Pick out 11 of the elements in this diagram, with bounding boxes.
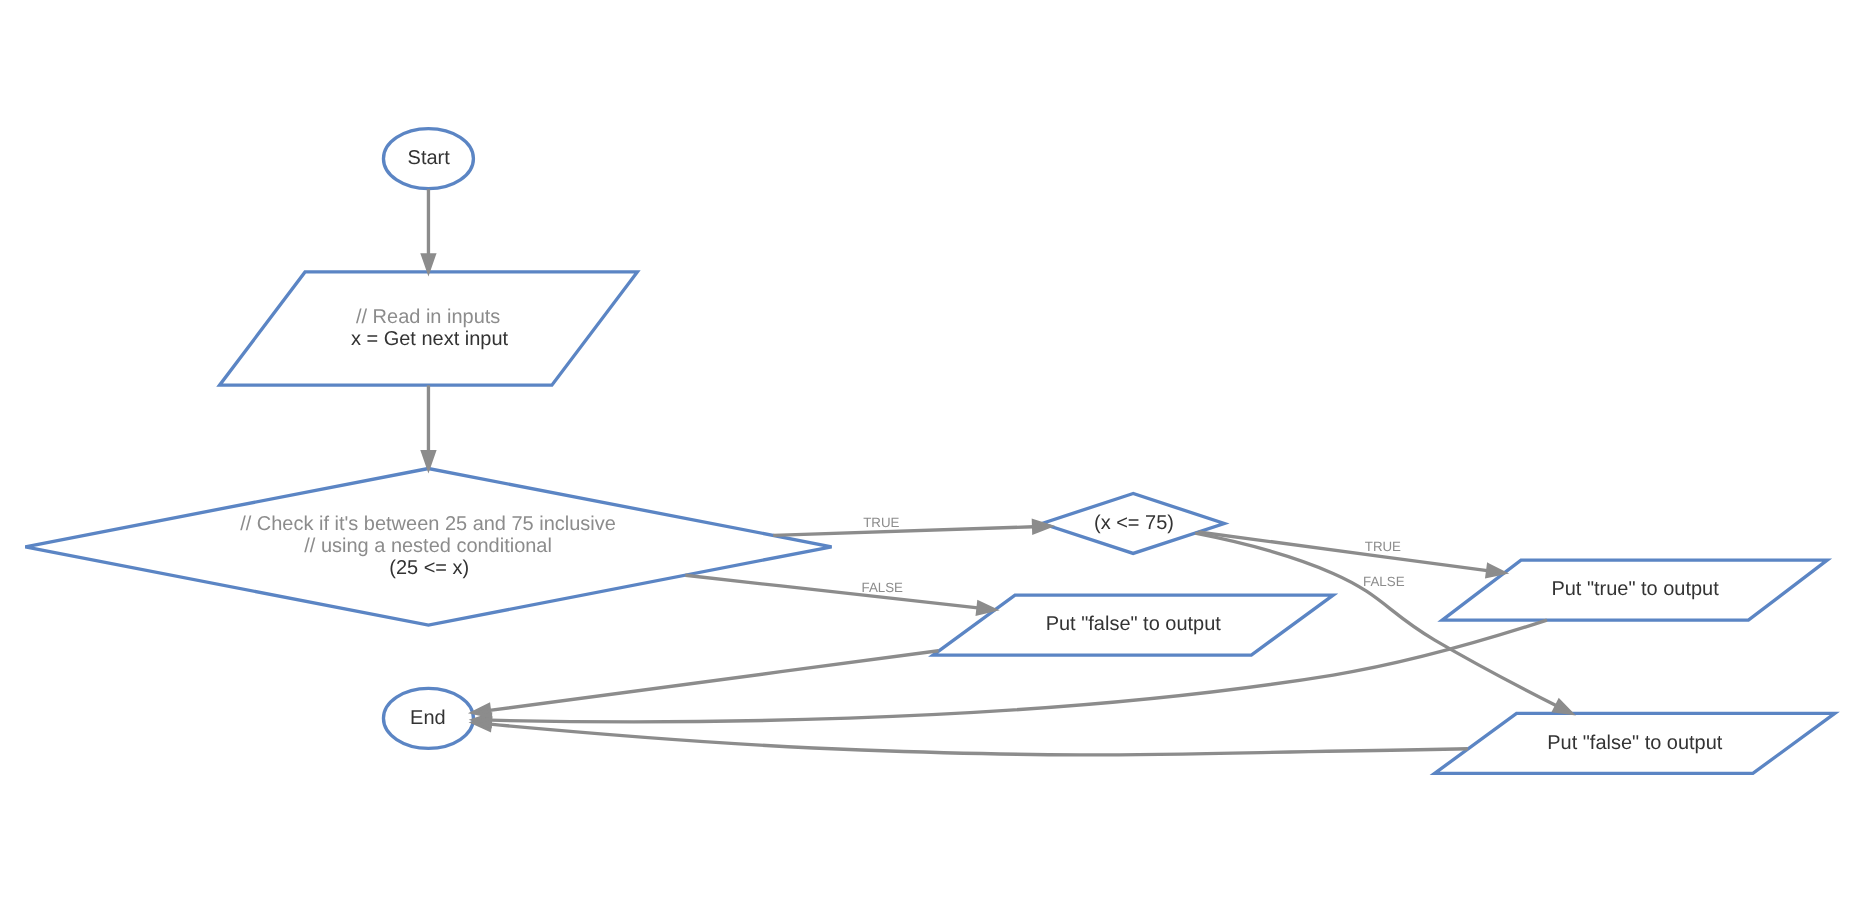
arrow [1194, 531, 1576, 716]
node-ellipse: End [381, 686, 476, 750]
arrow [468, 716, 1468, 757]
arrow [773, 518, 1056, 538]
arrow [685, 573, 1000, 616]
arrow [420, 189, 437, 277]
arrow [1198, 530, 1510, 579]
arrow [467, 649, 939, 719]
node-diamond: // Check if it's between 25 and 75 inclusive // using a nested conditional (25 <= x) [23, 466, 834, 627]
node-ellipse: Start [381, 127, 476, 191]
arrow [420, 385, 437, 474]
